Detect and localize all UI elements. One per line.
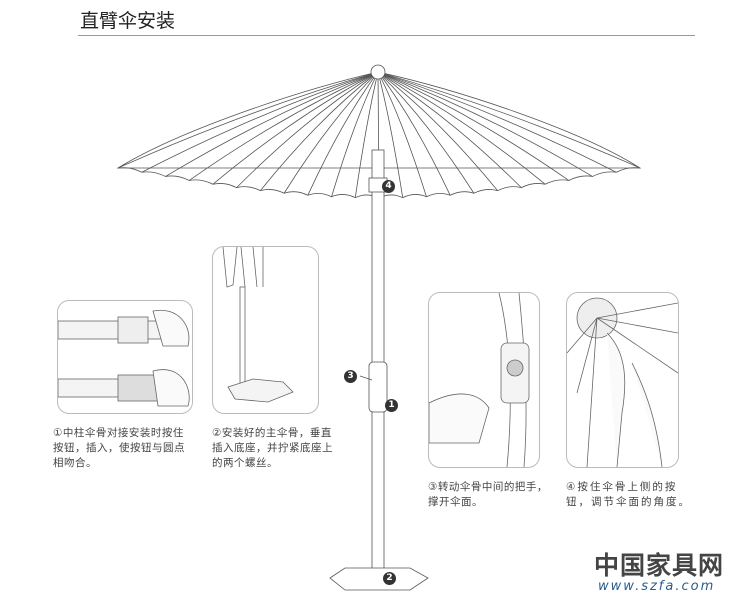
canopy-rib xyxy=(377,71,641,169)
canopy-rib xyxy=(377,71,546,185)
canopy-rib xyxy=(377,71,451,196)
step-2-caption: ②安装好的主伞骨，垂直插入底座，并拧紧底座上的两个螺丝。 xyxy=(212,427,333,469)
canopy-rib xyxy=(377,71,522,188)
crank-housing xyxy=(368,361,388,413)
umbrella-base xyxy=(329,567,429,591)
step-3-badge: 3 xyxy=(344,370,357,383)
canopy-rib xyxy=(188,71,379,181)
page-title: 直臂伞安装 xyxy=(80,10,176,32)
step-1-image xyxy=(57,300,193,414)
watermark-logo: 中国家具网 xyxy=(594,551,725,580)
canopy-rib xyxy=(260,71,379,191)
title-divider xyxy=(78,35,695,36)
umbrella-ribs xyxy=(117,71,641,199)
step-2-badge: 2 xyxy=(383,572,396,585)
step-1-badge: 1 xyxy=(385,399,398,412)
canopy-rib xyxy=(377,71,404,198)
step-3-image xyxy=(428,292,540,468)
watermark-url: www.szfa.com xyxy=(598,579,716,594)
canopy-rib xyxy=(331,71,379,197)
step-4-badge: 4 xyxy=(382,180,395,193)
canopy-rib xyxy=(141,71,379,173)
canopy-rib xyxy=(377,71,475,194)
canopy-rib xyxy=(117,71,379,169)
step-1-caption: ①中柱伞骨对接安装时按住按钮，插入，使按钮与圆点相吻合。 xyxy=(53,427,185,469)
canopy-rib xyxy=(377,71,427,197)
canopy-rib xyxy=(377,71,570,181)
umbrella-finial xyxy=(370,64,386,80)
step-3-caption: ③转动伞骨中间的把手，撑开伞面。 xyxy=(428,481,548,508)
canopy-rib xyxy=(165,71,379,177)
canopy-rib xyxy=(377,71,593,177)
step-4-caption: ④按住伞骨上侧的按钮，调节伞面的角度。 xyxy=(566,481,691,508)
canopy-rib xyxy=(307,71,379,196)
canopy-rib xyxy=(236,71,379,188)
canopy-rib xyxy=(377,71,498,191)
canopy-rib xyxy=(354,71,379,198)
canopy-rib xyxy=(377,71,617,173)
canopy-rib xyxy=(212,71,379,185)
step-4-image xyxy=(566,292,679,468)
canopy-rib xyxy=(283,71,379,194)
crank-handle xyxy=(359,375,373,381)
step-2-image xyxy=(212,246,319,414)
